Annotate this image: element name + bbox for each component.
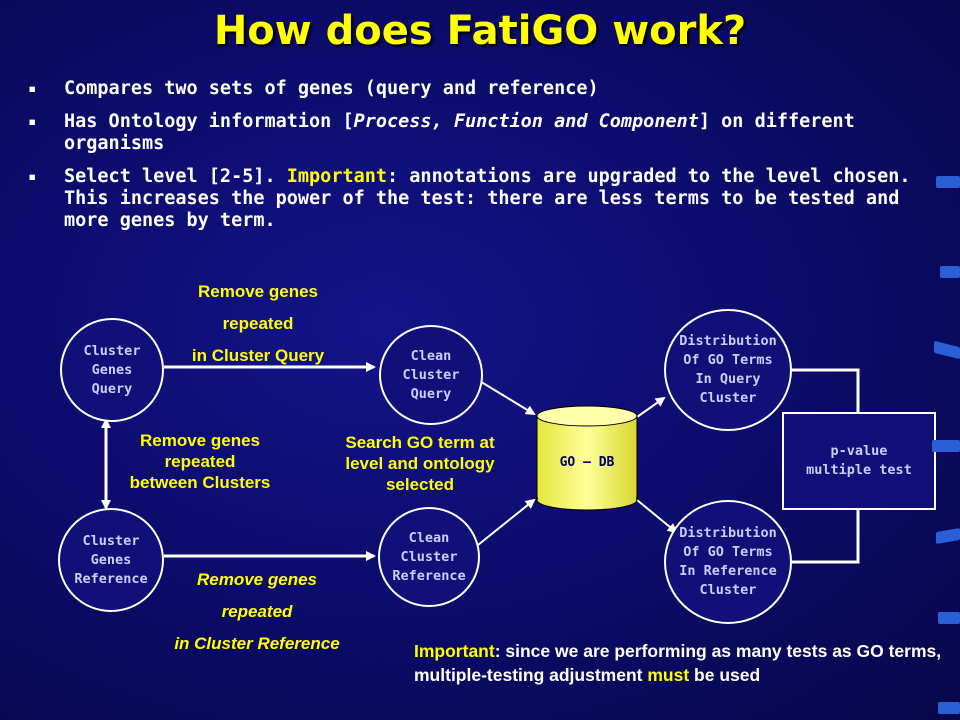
node-cluster-genes-reference: Cluster Genes Reference [58, 508, 164, 612]
node-dist-query: Distribution Of GO Terms In Query Cluste… [664, 309, 792, 431]
arrow-db-to-dist-query [636, 396, 666, 418]
slide-title: How does FatiGO work? [213, 8, 747, 54]
label-remove-between: Remove genes repeated between Clusters [129, 431, 271, 492]
line-dist-reference-to-pvalue [792, 510, 860, 564]
bullet-highlight: Important [286, 166, 388, 187]
bullet-list: ▪ Compares two sets of genes (query and … [28, 78, 928, 243]
bullet-marker: ▪ [28, 81, 37, 97]
label-search-go: Search GO term at level and ontology sel… [345, 433, 495, 494]
bullet-text: Compares two sets of genes (query and re… [64, 78, 599, 99]
decor-dash [938, 702, 960, 714]
arrow-clean-reference-to-db [477, 498, 536, 546]
note-highlight-must: must [647, 665, 690, 685]
bullet-item: ▪ Compares two sets of genes (query and … [28, 78, 928, 100]
bullet-text-pre: Select level [2-5]. [64, 166, 287, 187]
line-dist-query-to-pvalue [792, 368, 860, 412]
bullet-text-italic: Process, Function and Component [353, 111, 699, 132]
node-dist-reference: Distribution Of GO Terms In Reference Cl… [664, 500, 792, 624]
note-highlight-important: Important [414, 641, 495, 661]
decor-dash [932, 440, 960, 452]
bullet-text-post: : annotations are upgraded to the level … [64, 166, 911, 231]
arrow-clean-query-to-db [477, 379, 536, 416]
note-text: : since we are performing as many tests … [414, 641, 942, 685]
node-cluster-genes-query: Cluster Genes Query [60, 318, 164, 422]
box-pvalue-multiple-test: p-value multiple test [782, 412, 936, 510]
bullet-item: ▪ Has Ontology information [Process, Fun… [28, 111, 928, 155]
bullet-marker: ▪ [28, 114, 37, 130]
bullet-marker: ▪ [28, 169, 37, 185]
label-remove-reference: Remove genes repeated in Cluster Referen… [174, 570, 340, 653]
decor-dash [936, 176, 960, 188]
go-db-cylinder [536, 405, 638, 511]
bullet-text-pre: Has Ontology information [ [64, 111, 354, 132]
node-clean-cluster-reference: Clean Cluster Reference [378, 507, 480, 607]
arrow-db-to-dist-reference [636, 499, 678, 534]
node-clean-cluster-query: Clean Cluster Query [379, 325, 483, 425]
label-remove-query: Remove genes repeated in Cluster Query [191, 282, 325, 365]
bullet-item: ▪ Select level [2-5]. Important: annotat… [28, 166, 928, 232]
bullet-text-post: ] on different organisms [64, 111, 855, 154]
footer-note: Important: since we are performing as ma… [414, 639, 954, 687]
note-text-end: be used [689, 665, 761, 685]
decor-dash [940, 266, 960, 278]
decor-dash [938, 612, 960, 624]
go-db-label: GO – DB [559, 455, 615, 470]
